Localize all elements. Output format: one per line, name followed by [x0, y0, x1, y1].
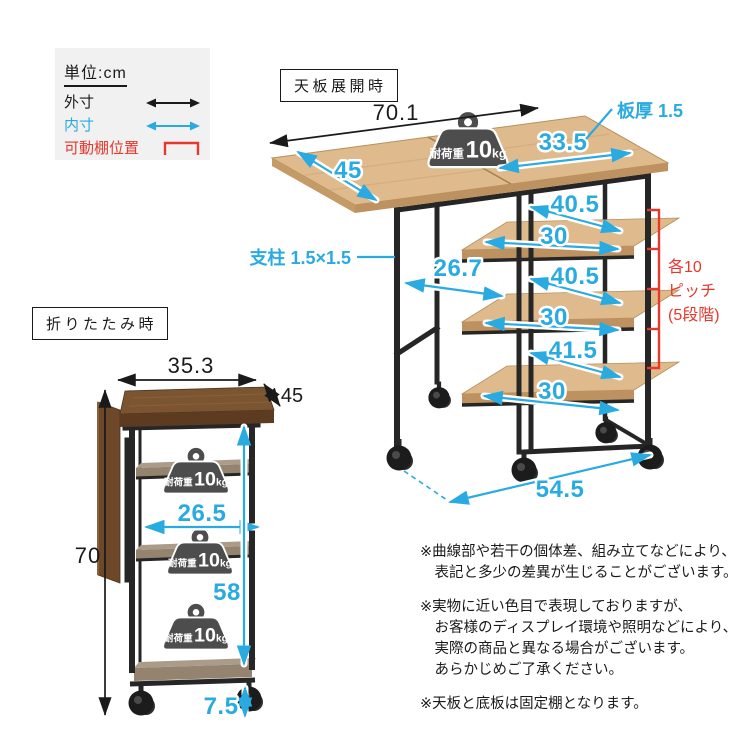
dim-base-width: 54.5: [403, 451, 654, 506]
svg-text:41.5: 41.5: [549, 337, 598, 364]
folded-tabletop: [119, 386, 275, 427]
shelf-pitch-bracket: 各10 ピッチ (5段階): [647, 208, 720, 370]
load-capacity-badge: [163, 606, 229, 649]
unit-legend: 単位:cm 外寸 内寸 可動棚位置: [55, 48, 210, 160]
unit-label: 単位:cm: [64, 59, 127, 87]
svg-text:45: 45: [281, 385, 303, 407]
note-fixed-shelf: ※天板と底板は固定棚となります。: [420, 696, 648, 713]
folded-cart-illustration: 35.3 45 70 26.5 58: [75, 353, 303, 723]
dim-shelf3-depth: 41.5: [527, 335, 624, 381]
expanded-state-label: 天板展開時: [280, 69, 398, 102]
caster-icon: [129, 684, 156, 716]
caster-icon: [387, 439, 414, 471]
svg-text:支柱 1.5×1.5: 支柱 1.5×1.5: [248, 247, 351, 268]
folded-state-label: 折りたたみ時: [32, 307, 169, 340]
svg-text:7.5: 7.5: [204, 693, 239, 720]
svg-text:70.1: 70.1: [373, 100, 420, 125]
svg-text:26.5: 26.5: [178, 500, 227, 527]
svg-text:(5段階): (5段階): [668, 306, 720, 324]
disclaimer-notes: ※曲線部や若干の個体差、組み立てなどにより、 表記と多少の差異が生じることがござ…: [420, 542, 748, 728]
svg-text:45: 45: [334, 157, 362, 184]
shelf-position-bracket-icon: [163, 141, 200, 155]
label-pillar-size: 支柱 1.5×1.5: [246, 245, 395, 270]
dim-shelf2-width: 30: [482, 302, 622, 337]
svg-text:70: 70: [75, 543, 101, 568]
dim-flap-depth: 45: [294, 148, 380, 204]
inner-dim-arrow-icon: [146, 121, 200, 130]
legend-row-inner-dim: 内寸: [64, 118, 200, 133]
folded-flap: [97, 401, 121, 584]
svg-text:35.3: 35.3: [168, 353, 215, 378]
dim-folded-depth: 45: [263, 383, 303, 407]
dim-folded-width: 35.3: [117, 353, 257, 387]
dim-folded-inner-height: 58: [211, 423, 252, 668]
caster-icon: [595, 417, 618, 444]
svg-text:各10: 各10: [668, 258, 702, 276]
dim-inner-clearance: 26.7: [402, 253, 506, 301]
dim-shelf2-depth: 40.5: [527, 261, 624, 307]
dim-shelf1-depth: 40.5: [527, 189, 624, 235]
note-color: ※実物に近い色目で表現しておりますが、 お客様のディスプレイ環境や照明などにより…: [420, 599, 738, 679]
svg-text:33.5: 33.5: [539, 129, 588, 156]
note-tolerance: ※曲線部や若干の個体差、組み立てなどにより、 表記と多少の差異が生じることがござ…: [420, 544, 738, 582]
caster-icon: [237, 680, 264, 712]
svg-text:26.7: 26.7: [434, 255, 483, 282]
legend-row-outer-dim: 外寸: [64, 95, 200, 110]
svg-text:58: 58: [213, 579, 241, 606]
load-capacity-badge: [167, 531, 233, 574]
svg-text:ピッチ: ピッチ: [668, 283, 716, 300]
dim-caster-height: 7.5: [201, 684, 253, 723]
load-capacity-badge: [163, 450, 229, 493]
svg-text:30: 30: [540, 223, 568, 250]
svg-text:40.5: 40.5: [551, 191, 600, 218]
outer-dim-arrow-icon: [146, 98, 200, 107]
svg-text:40.5: 40.5: [551, 263, 600, 290]
legend-row-shelf-positions: 可動棚位置: [64, 141, 200, 156]
dim-top-width: 70.1: [269, 100, 539, 148]
label-board-thickness: 板厚 1.5: [585, 98, 685, 140]
expanded-cart-illustration: 70.1 45 33.5 板厚 1.5 支柱 1.5×1.5: [246, 98, 720, 506]
dim-fixed-top-width: 33.5: [496, 127, 634, 174]
svg-text:30: 30: [540, 304, 568, 331]
dim-shelf1-width: 30: [482, 221, 622, 256]
dim-folded-height: 70: [75, 389, 112, 716]
load-capacity-badge: [428, 115, 507, 167]
svg-text:板厚 1.5: 板厚 1.5: [617, 100, 683, 121]
svg-text:30: 30: [538, 378, 566, 405]
caster-icon: [428, 382, 451, 409]
svg-text:54.5: 54.5: [536, 476, 585, 503]
dim-shelf3-width: 30: [480, 376, 622, 416]
folded-bottom-panel: [129, 658, 256, 687]
caster-icon: [512, 451, 539, 483]
